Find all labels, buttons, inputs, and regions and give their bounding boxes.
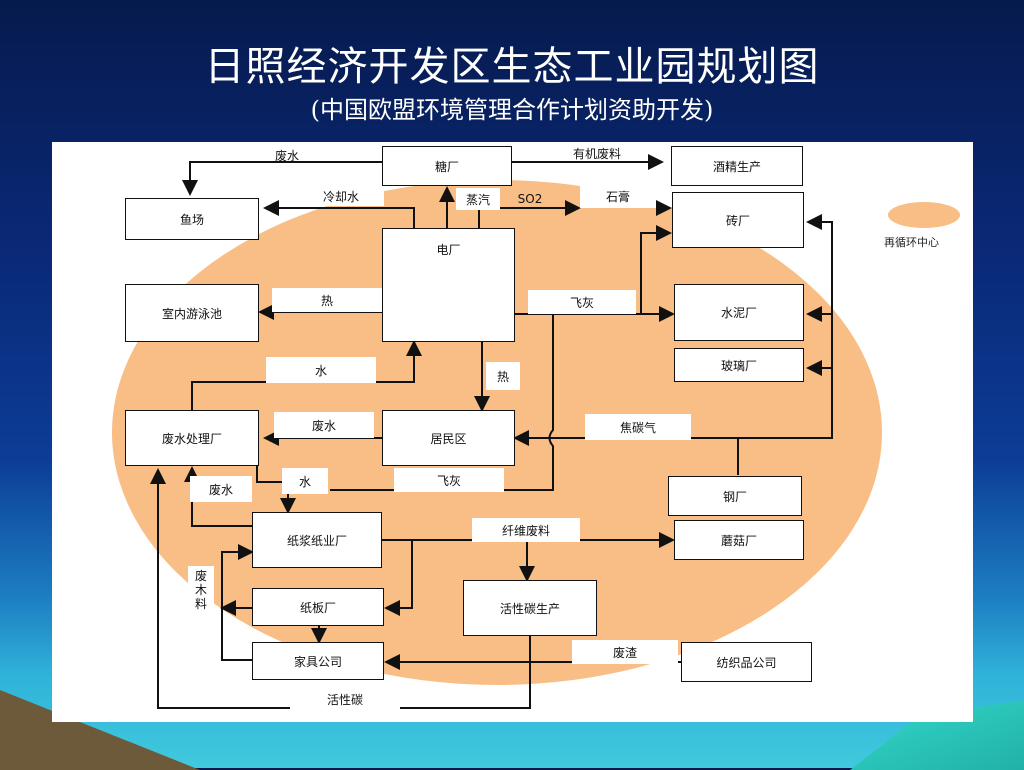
node-activated-carbon: 活性碳生产	[463, 580, 597, 636]
flow-label-steam: 蒸汽	[456, 188, 500, 210]
flow-label-cooling-water: 冷却水	[298, 186, 384, 206]
page-title: 日照经济开发区生态工业园规划图	[204, 44, 820, 90]
node-residential-area: 居民区	[382, 410, 515, 466]
flow-label-fly-ash-cement: 飞灰	[528, 290, 636, 314]
flow-label-waste-residue: 废渣	[572, 640, 678, 664]
diagram-panel: 再循环中心	[52, 142, 973, 722]
node-alcohol-production: 酒精生产	[671, 146, 803, 186]
flow-label-so2: SO2	[517, 192, 543, 206]
flow-line	[640, 225, 672, 314]
flow-line	[182, 161, 382, 196]
flow-label-waste-wood-char: 废	[194, 569, 207, 583]
legend-label: 再循环中心	[884, 236, 939, 249]
legend-swatch	[888, 202, 960, 228]
flow-line	[263, 200, 415, 230]
flow-label-gypsum: 石膏	[580, 184, 656, 208]
flow-label-organic-waste: 有机废料	[572, 146, 621, 161]
flow-line	[513, 430, 739, 475]
flow-label-wastewater-residential: 废水	[274, 412, 374, 438]
node-brick-factory: 砖厂	[672, 192, 804, 248]
node-textile-company: 纺织品公司	[681, 642, 812, 682]
flow-label-wastewater: 废水	[274, 148, 299, 163]
flow-label-heat-residential: 热	[486, 362, 520, 390]
flow-line	[738, 214, 833, 439]
flow-label-fly-ash-residential: 飞灰	[394, 468, 504, 492]
flow-line	[384, 540, 413, 616]
flow-line	[256, 464, 296, 514]
flow-label-water-paper: 水	[282, 468, 328, 494]
node-fish-farm: 鱼场	[125, 198, 259, 240]
node-sugar-factory: 糖厂	[382, 146, 512, 186]
flow-label-waste-wood-char: 木	[194, 583, 207, 597]
node-mushroom-factory: 蘑菇厂	[674, 520, 804, 560]
node-glass-factory: 玻璃厂	[674, 348, 804, 382]
flow-label-coke-gas: 焦碳气	[585, 414, 691, 440]
node-pulp-paper-factory: 纸浆纸业厂	[252, 512, 382, 568]
node-furniture-company: 家具公司	[252, 642, 384, 680]
flow-label-wastewater-paper: 废水	[190, 476, 252, 502]
flow-label-waste-wood-char: 料	[194, 597, 207, 611]
flow-label-fiber-waste: 纤维废料	[472, 518, 580, 542]
flow-line	[478, 200, 581, 230]
node-cement-factory: 水泥厂	[674, 284, 804, 341]
flow-label-water-up: 水	[266, 357, 376, 383]
node-steel-factory: 钢厂	[668, 476, 802, 516]
node-cardboard-factory: 纸板厂	[252, 588, 384, 626]
flow-label-heat-pool: 热	[272, 288, 382, 312]
node-indoor-pool: 室内游泳池	[125, 284, 259, 342]
flow-label-waste-wood: 废 木 料	[188, 566, 214, 614]
page-subtitle: (中国欧盟环境管理合作计划资助开发)	[310, 96, 714, 124]
node-wastewater-plant: 废水处理厂	[125, 410, 259, 466]
flow-label-activated-carbon: 活性碳	[290, 686, 400, 712]
node-power-plant: 电厂	[382, 228, 515, 342]
